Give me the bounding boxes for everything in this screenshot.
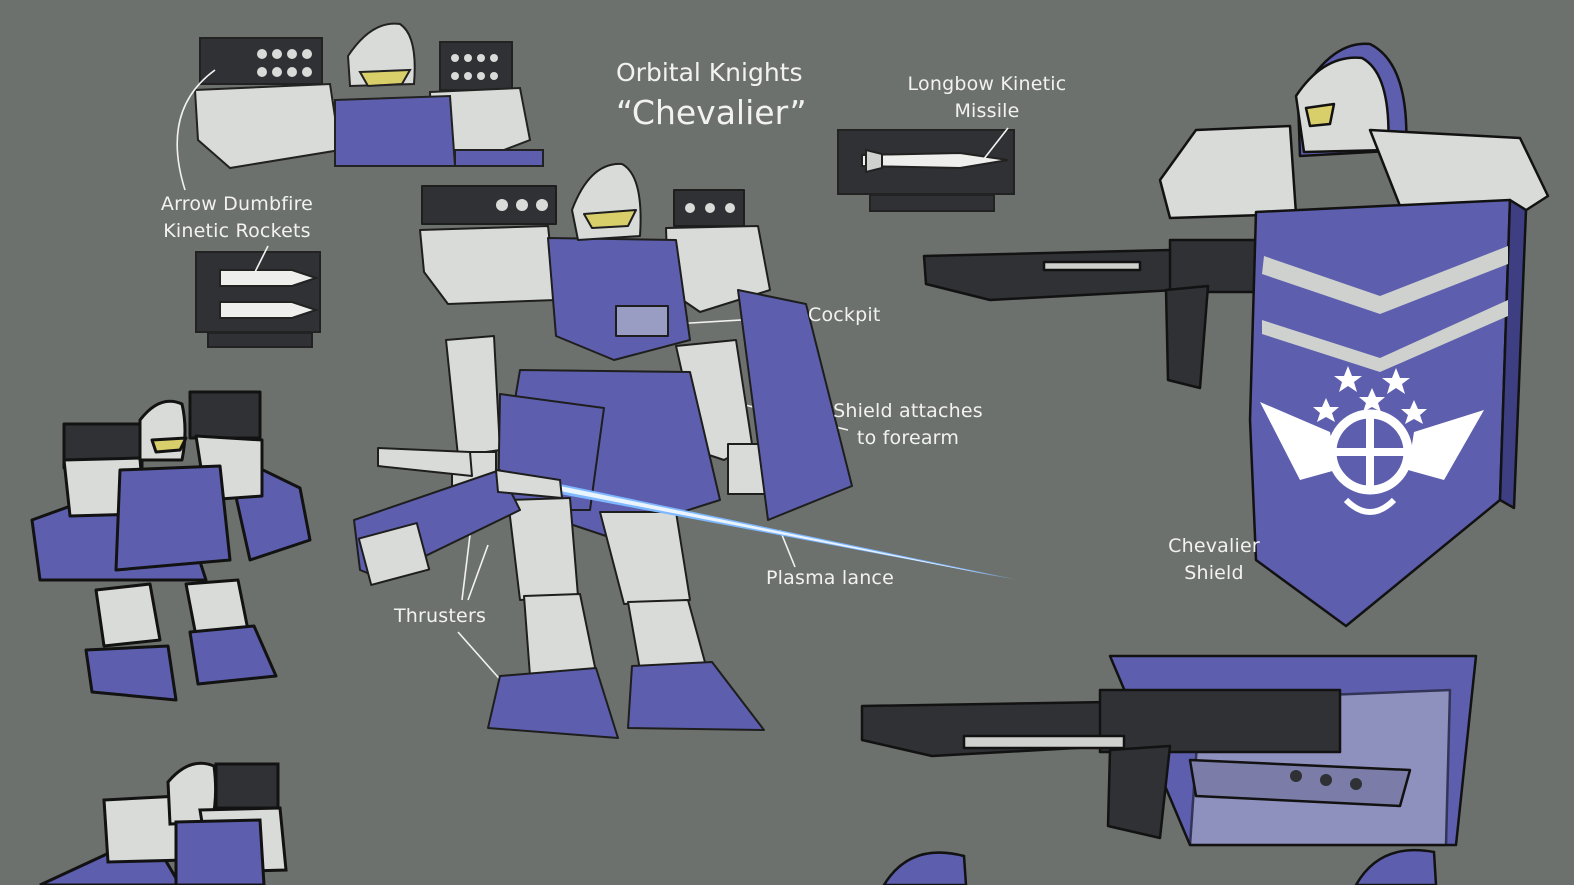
rockets-label-line2: Kinetic Rockets — [163, 220, 311, 242]
rockets-label-line1: Arrow Dumbfire — [160, 193, 314, 215]
rocket-pod-closeup — [193, 22, 544, 170]
sheet-title-line1: Orbital Knights — [616, 58, 803, 87]
shield-attach-label-line1: Shield attaches — [833, 400, 983, 422]
main-mech-front-view — [353, 162, 853, 739]
missile-label: Longbow Kinetic Missile — [902, 71, 1072, 125]
star-icon — [1401, 400, 1427, 424]
plasma-lance-beam — [494, 468, 1018, 580]
shield-emblem — [1260, 366, 1484, 515]
shield-attach-label: Shield attaches to forearm — [828, 398, 988, 452]
rifle-closeup — [860, 654, 1478, 847]
rockets-label: Arrow Dumbfire Kinetic Rockets — [152, 191, 322, 245]
chevalier-shield-label-line1: Chevalier — [1168, 535, 1260, 557]
star-icon — [1382, 368, 1410, 394]
missile-cross-section — [837, 129, 1015, 212]
star-icon — [1359, 388, 1385, 412]
partial-helmets-bottom — [882, 848, 1438, 885]
chevalier-shield-label-line2: Shield — [1184, 562, 1244, 584]
shield-attach-label-line2: to forearm — [856, 427, 960, 449]
thrusters-label: Thrusters — [394, 605, 487, 627]
missile-label-line1: Longbow Kinetic — [907, 73, 1067, 95]
cockpit-label: Cockpit — [808, 304, 881, 326]
partial-mech-bottom-left — [39, 761, 288, 885]
crouching-mech — [30, 390, 312, 702]
sheet-title-line2: “Chevalier” — [616, 93, 807, 132]
plasma-lance-label: Plasma lance — [766, 567, 894, 589]
star-icon — [1334, 366, 1362, 392]
chevalier-shield-label: Chevalier Shield — [1156, 533, 1272, 587]
missile-label-line2: Missile — [954, 100, 1020, 122]
star-icon — [1313, 398, 1339, 422]
